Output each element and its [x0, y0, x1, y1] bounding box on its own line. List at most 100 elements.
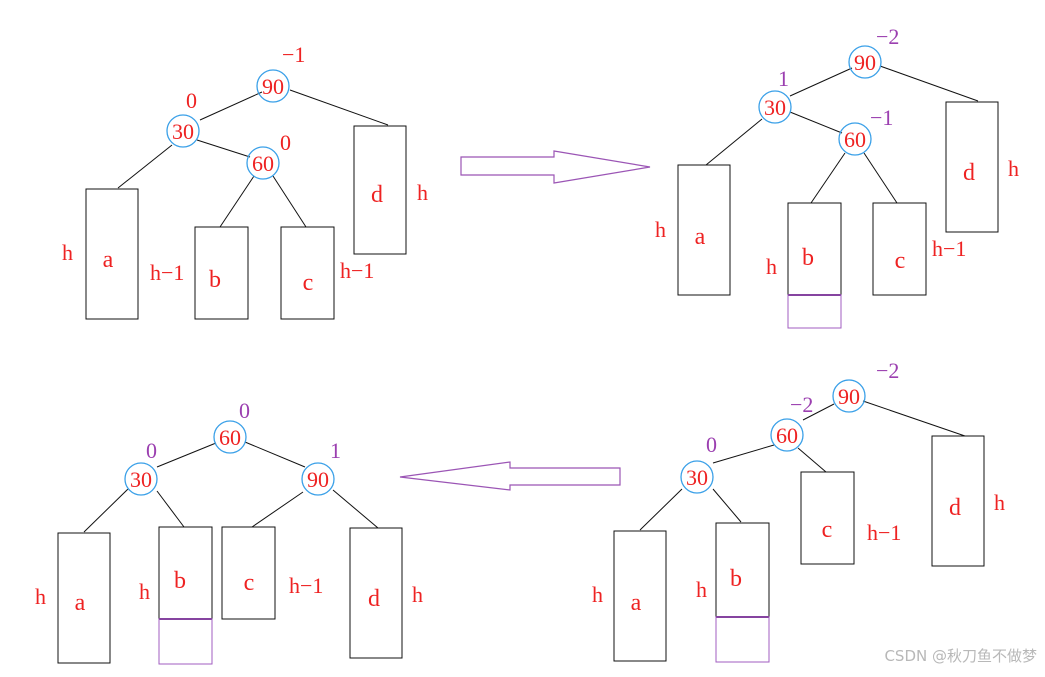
edge-30-60 [196, 139, 251, 158]
subtree-height-c: h−1 [932, 236, 966, 261]
edge-90-d [289, 89, 389, 126]
node-value-30: 30 [764, 95, 786, 120]
subtree-b-extra-level [158, 618, 213, 665]
node-circle-90 [832, 379, 866, 413]
subtree-box-a [613, 530, 667, 662]
subtree-name-a: a [103, 247, 114, 273]
edge-30-60 [789, 111, 843, 134]
node-circle-60 [213, 420, 247, 454]
subtree-height-d: h [412, 582, 423, 607]
subtree-name-c: c [303, 270, 314, 296]
subtree-name-b: b [802, 245, 814, 271]
edge-30-b [712, 488, 742, 523]
subtree-height-d: h [417, 180, 428, 205]
subtree-height-c: h−1 [867, 520, 901, 545]
node-value-90: 90 [262, 74, 284, 99]
subtree-name-c: c [822, 517, 833, 543]
arrow-left [399, 461, 621, 491]
tree-edges [117, 89, 389, 228]
subtree-box-a [57, 532, 111, 664]
subtree-box-c [280, 226, 335, 320]
node-value-60: 60 [219, 425, 241, 450]
subtree-height-a: h [592, 582, 603, 607]
edge-90-30 [199, 91, 263, 121]
edge-90-60 [802, 403, 835, 421]
subtree-height-a: h [62, 240, 73, 265]
edge-30-a [117, 144, 173, 189]
node-circle-30 [166, 114, 200, 148]
balance-factor-60: −1 [870, 105, 893, 130]
balance-factor-90: −2 [876, 358, 899, 383]
edge-60-c [863, 152, 898, 204]
node-circle-90 [256, 69, 290, 103]
node-circle-30 [124, 462, 158, 496]
subtree-height-b: h [139, 579, 150, 604]
balance-factor-30: 0 [186, 88, 197, 113]
edge-90-30 [789, 67, 853, 97]
node-value-90: 90 [854, 50, 876, 75]
balance-factor-60: −2 [790, 392, 813, 417]
edge-60-b [810, 152, 846, 204]
subtree-box-a [85, 188, 139, 320]
tree-edges [639, 400, 966, 531]
subtree-name-a: a [631, 590, 642, 616]
node-value-30: 30 [686, 465, 708, 490]
subtree-name-d: d [371, 182, 383, 208]
subtree-box-d [349, 527, 403, 659]
subtree-height-d: h [994, 490, 1005, 515]
subtree-name-b: b [209, 267, 221, 293]
subtree-name-d: d [949, 495, 961, 521]
panel-after-right-rotation: 60 30 90 0 0 1 a b c d h h h−1 h [35, 398, 423, 665]
subtree-height-c: h−1 [289, 573, 323, 598]
subtree-name-a: a [695, 224, 706, 250]
subtree-b-extra-level [715, 616, 770, 663]
subtree-name-b: b [730, 566, 742, 592]
node-circle-90 [301, 462, 335, 496]
subtree-height-c: h−1 [340, 258, 374, 283]
edge-60-b [219, 175, 255, 228]
edge-60-30 [156, 442, 217, 468]
node-circle-90 [848, 45, 882, 79]
edge-90-d [862, 400, 966, 437]
balance-factor-90: −2 [876, 24, 899, 49]
panel-initial-tree: 90 30 60 −1 0 0 a b c d h h−1 h−1 h [62, 42, 428, 320]
tree-edges [83, 441, 379, 533]
edge-60-c [797, 447, 827, 473]
subtree-box-c [800, 471, 855, 565]
subtree-height-a: h [655, 217, 666, 242]
node-circle-60 [770, 418, 804, 452]
subtree-name-d: d [368, 586, 380, 612]
edge-90-c [251, 491, 304, 528]
node-value-60: 60 [844, 127, 866, 152]
subtree-name-a: a [75, 590, 86, 616]
edge-30-b [156, 490, 185, 528]
node-value-60: 60 [776, 423, 798, 448]
subtree-box-c [221, 526, 276, 620]
subtree-box-d [353, 125, 407, 255]
subtree-height-b: h [696, 577, 707, 602]
subtree-name-b: b [174, 568, 186, 594]
panel-after-left-rotation: 90 60 30 −2 −2 0 a b c d h h h−1 h [592, 358, 1005, 663]
panel-after-insert: 90 30 60 −2 1 −1 a b c d h h h−1 h [655, 24, 1019, 329]
subtree-box-b [787, 202, 842, 296]
subtree-box-c [872, 202, 927, 296]
subtree-height-d: h [1008, 156, 1019, 181]
subtree-name-c: c [244, 570, 255, 596]
subtree-height-b: h [766, 254, 777, 279]
subtree-name-c: c [895, 248, 906, 274]
subtree-box-b [715, 522, 770, 618]
edge-90-d [879, 65, 979, 102]
balance-factor-30: 1 [778, 66, 789, 91]
edge-60-30 [712, 444, 775, 464]
balance-factor-90: −1 [282, 42, 305, 67]
subtree-name-d: d [963, 160, 975, 186]
node-value-60: 60 [252, 151, 274, 176]
edge-30-a [705, 118, 763, 166]
node-value-30: 30 [172, 119, 194, 144]
node-value-90: 90 [307, 467, 329, 492]
edge-60-c [272, 175, 307, 228]
edge-30-a [83, 488, 129, 533]
subtree-height-a: h [35, 584, 46, 609]
